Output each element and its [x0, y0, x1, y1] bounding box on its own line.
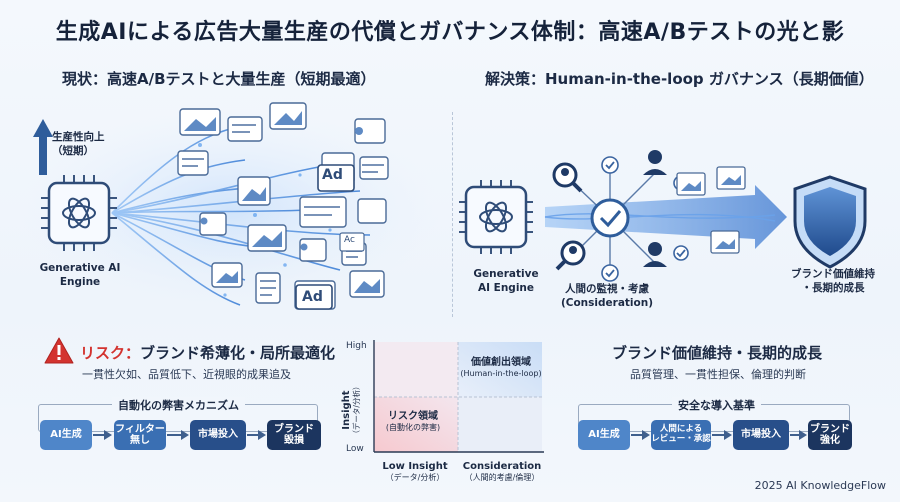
right-heading: 解決策：Human-in-the-loop ガバナンス（長期価値） — [485, 70, 874, 88]
risk-step-brand-damage: ブランド 毀損 — [267, 420, 321, 450]
shield-icon — [793, 175, 867, 269]
safe-step-market: 市場投入 — [733, 420, 789, 450]
left-illustration — [20, 102, 440, 310]
ai-chip-icon-right — [459, 180, 533, 254]
ai-chip-icon — [41, 175, 117, 251]
matrix-x-right-label: Consideration （人間的考慮/倫理） — [462, 461, 542, 482]
risk-step-market: 市場投入 — [190, 420, 246, 450]
benefit-title: ブランド価値維持・長期的成長 — [612, 344, 823, 362]
risk-step-no-filter: フィルター 無し — [114, 420, 166, 450]
shield-label: ブランド価値維持 ・長期的成長 — [791, 268, 875, 294]
footer-credit: 2025 AI KnowledgeFlow — [754, 479, 886, 492]
ad-badge-top: Ad — [322, 167, 343, 183]
risk-description: 一貫性欠如、品質低下、近視眼的成果追及 — [82, 368, 291, 381]
risk-step-ai-generate: AI生成 — [40, 420, 92, 450]
risk-title: リスク：ブランド希薄化・局所最適化 — [80, 344, 336, 362]
section-divider — [452, 112, 453, 317]
insight-matrix — [373, 340, 544, 453]
uplift-label: 生産性向上 （短期） — [52, 131, 105, 157]
oversight-label: 人間の監視・考慮 (Consideration) — [560, 283, 654, 309]
left-heading: 現状：高速A/Bテストと大量生産（短期最適） — [62, 70, 376, 88]
matrix-y-low: Low — [346, 444, 364, 454]
safe-step-human-review: 人間による レビュー・承認 — [651, 420, 711, 450]
matrix-quadrant-value: 価値創出領域 (Human-in-the-loop) — [460, 357, 542, 378]
benefit-description: 品質管理、一貫性担保、倫理的判断 — [630, 368, 806, 381]
safe-flow-label: 安全な導入基準 — [672, 397, 761, 413]
matrix-x-left-label: Low Insight （データ/分析） — [382, 461, 448, 482]
ac-badge: Ac — [344, 235, 355, 245]
right-engine-label: Generative AI Engine — [473, 268, 539, 294]
warning-icon — [44, 337, 74, 364]
left-engine-label: Generative AI Engine — [39, 262, 121, 288]
safe-step-ai-generate: AI生成 — [578, 420, 630, 450]
risk-flow-label: 自動化の弊害メカニズム — [112, 397, 245, 413]
page-title: 生成AIによる広告大量生産の代償とガバナンス体制：高速A/Bテストの光と影 — [55, 20, 845, 45]
safe-step-brand-strengthen: ブランド 強化 — [808, 420, 852, 450]
matrix-y-high: High — [346, 341, 367, 351]
matrix-quadrant-risk: リスク領域 (自動化の弊害) — [385, 411, 441, 432]
ad-badge-bottom: Ad — [302, 289, 323, 305]
right-illustration — [459, 150, 867, 282]
matrix-y-axis-label: Insight （データ/分析） — [340, 382, 361, 438]
